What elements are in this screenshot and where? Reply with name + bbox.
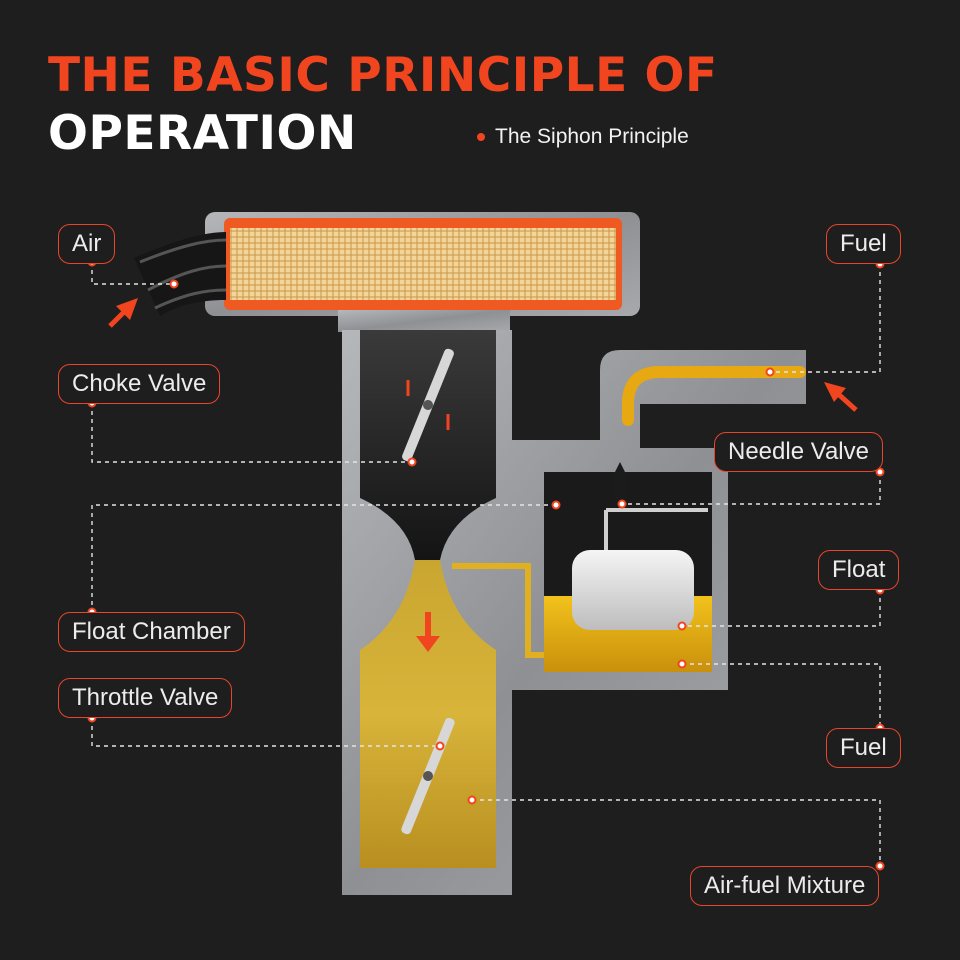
air-flow	[360, 330, 496, 560]
page-title-line-1: THE BASIC PRINCIPLE OF	[48, 48, 718, 103]
down-arrow-head-icon	[416, 636, 440, 652]
air-filter	[205, 212, 640, 332]
label-throttle-valve: Throttle Valve	[58, 678, 233, 718]
air-arrow-head-icon	[116, 298, 138, 320]
leader-lines	[91, 262, 881, 866]
air-inlet-hose	[134, 232, 227, 316]
leader-dots	[87, 257, 885, 871]
air-fuel-mixture-region	[360, 560, 496, 868]
subtitle-bullet-icon	[477, 133, 485, 141]
fuel-feed-tube	[452, 563, 544, 658]
label-fuel-bowl: Fuel	[826, 728, 901, 768]
subtitle: The Siphon Principle	[477, 125, 689, 149]
flow-arrows	[108, 298, 858, 652]
label-air-fuel-mixture: Air-fuel Mixture	[690, 866, 880, 906]
float	[572, 550, 694, 630]
fuel-inlet-line	[622, 366, 806, 426]
label-air: Air	[58, 224, 116, 264]
page-title-line-2: OPERATION	[48, 106, 357, 161]
label-fuel-inlet: Fuel	[826, 224, 901, 264]
fuel-arrow-head-icon	[824, 382, 846, 402]
subtitle-text: The Siphon Principle	[495, 125, 689, 148]
label-float-chamber: Float Chamber	[58, 612, 245, 652]
choke-valve	[402, 348, 454, 462]
needle-valve	[612, 462, 628, 500]
label-choke-valve: Choke Valve	[58, 364, 221, 404]
label-needle-valve: Needle Valve	[714, 432, 883, 472]
label-float: Float	[818, 550, 900, 590]
float-linkage	[604, 508, 708, 550]
